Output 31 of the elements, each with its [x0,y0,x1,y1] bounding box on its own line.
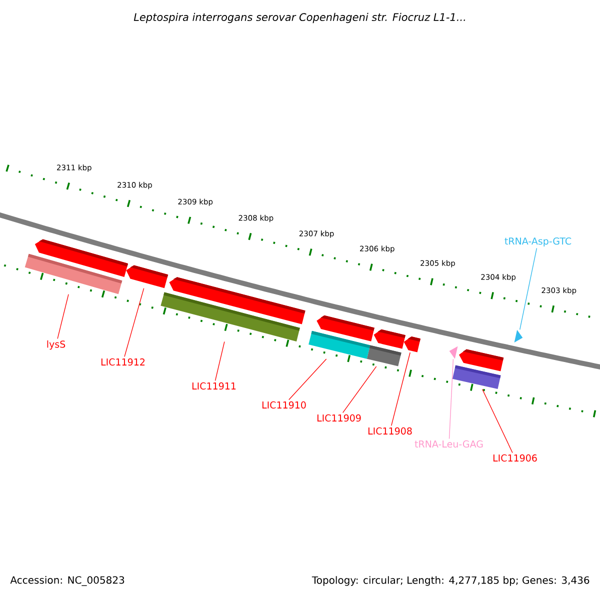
gene-label: LIC11906 [493,454,537,462]
genome-summary: Topology: circular; Length: 4,277,185 bp; Genes: 3,436 [312,576,590,586]
gene-feature [169,277,306,324]
leader-line [391,352,410,426]
gene-label: LIC11909 [317,414,361,422]
title: Leptospira interrogans serovar Copenhageni str. Fiocruz L1-1... [134,12,466,24]
trna-marker [514,330,523,343]
leader-line [342,366,377,414]
gene-feature [126,265,168,288]
accession-text: Accession: NC_005823 [10,576,124,586]
leader-line [448,358,454,440]
gene-feature [459,349,504,372]
gene-label: LIC11912 [101,358,145,366]
feature-bar [366,345,402,366]
gene-label: LIC11908 [368,427,412,435]
gene-label: tRNA-Leu-GAG [414,440,483,448]
feature-bar [24,254,122,294]
trna-marker [449,346,458,359]
leader-line [482,388,513,454]
feature-bar [452,365,501,390]
gene-label: lysS [47,340,66,350]
leader-line [288,358,327,400]
leader-line [124,288,144,358]
gene-label: LIC11911 [192,382,236,390]
gene-feature [404,336,420,352]
leader-line [520,248,538,330]
gene-label: LIC11910 [262,401,306,409]
gene-label: tRNA-Asp-GTC [504,237,572,247]
leader-line [57,294,69,340]
leader-line [214,341,225,382]
feature-bar [308,330,370,359]
